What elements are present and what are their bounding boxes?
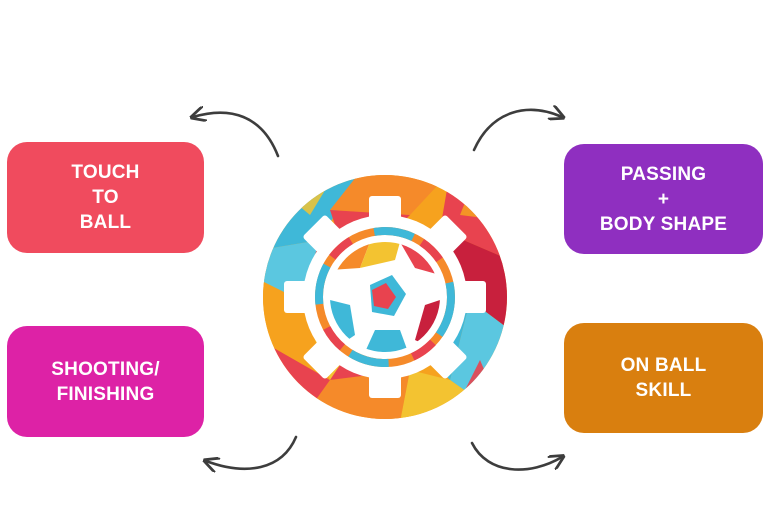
card-line: + (657, 188, 670, 210)
arrow-bottom-right (470, 441, 562, 471)
touch-to-ball-card: TOUCH TO BALL (7, 142, 204, 253)
arrow-top-right (472, 110, 562, 152)
card-line: SKILL (635, 380, 692, 401)
gear-teeth (284, 196, 486, 398)
on-ball-skill-card: ON BALL SKILL (564, 323, 763, 433)
card-line: TOUCH (71, 162, 140, 183)
soccer-ball (330, 242, 440, 352)
card-line: TO (92, 187, 119, 208)
passing-body-shape-card: PASSING + BODY SHAPE (564, 144, 763, 254)
card-line: BALL (79, 212, 132, 233)
card-line: ON BALL (620, 355, 707, 376)
arrow-top-left (193, 113, 280, 158)
card-line: SHOOTING/ (51, 358, 160, 380)
card-line: FINISHING (56, 383, 155, 405)
card-line: BODY SHAPE (599, 213, 728, 235)
shooting-finishing-card: SHOOTING/ FINISHING (7, 326, 204, 437)
arrow-bottom-left (206, 435, 298, 469)
card-line: PASSING (620, 163, 707, 185)
